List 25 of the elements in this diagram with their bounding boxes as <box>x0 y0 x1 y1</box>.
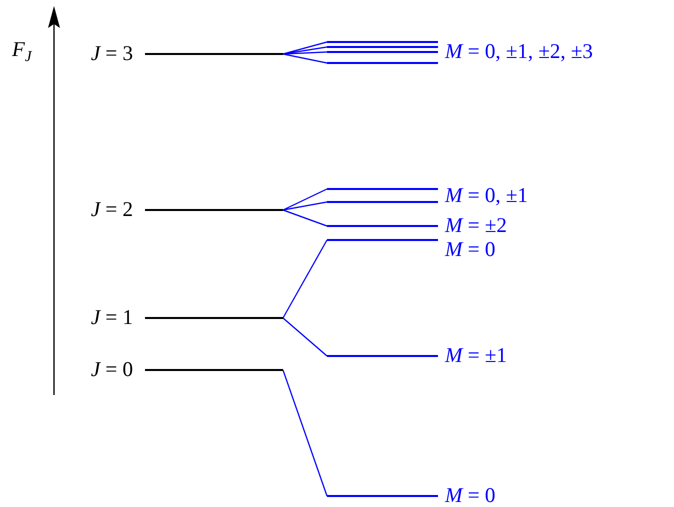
splitting-line <box>282 240 328 318</box>
level-label: M = 0, ±1, ±2, ±3 <box>445 40 593 62</box>
level-label: J = 0 <box>90 358 133 380</box>
splitting-line <box>282 46 328 55</box>
level-label: J = 3 <box>90 42 133 64</box>
sublevel-line <box>327 62 438 64</box>
level-label: M = 0, ±1 <box>445 184 528 206</box>
level-label: J = 1 <box>90 306 133 328</box>
splitting-line <box>282 201 328 211</box>
splitting-line <box>282 53 328 64</box>
level-label: J = 2 <box>90 198 133 220</box>
splitting-line <box>282 51 328 55</box>
splitting-line <box>282 209 328 227</box>
splitting-line <box>282 41 328 55</box>
level-label: M = ±2 <box>445 214 507 236</box>
level-label: M = 0 <box>445 484 496 506</box>
splitting-line <box>282 318 328 356</box>
axis-label: F$_{J}$ <box>12 38 32 68</box>
splitting-line <box>282 370 328 496</box>
level-label: M = ±1 <box>445 344 507 366</box>
sublevel-line <box>327 46 438 48</box>
level-label: M = 0 <box>445 238 496 260</box>
sublevel-line <box>327 41 438 43</box>
sublevel-line <box>327 201 438 203</box>
splitting-line <box>282 188 328 211</box>
